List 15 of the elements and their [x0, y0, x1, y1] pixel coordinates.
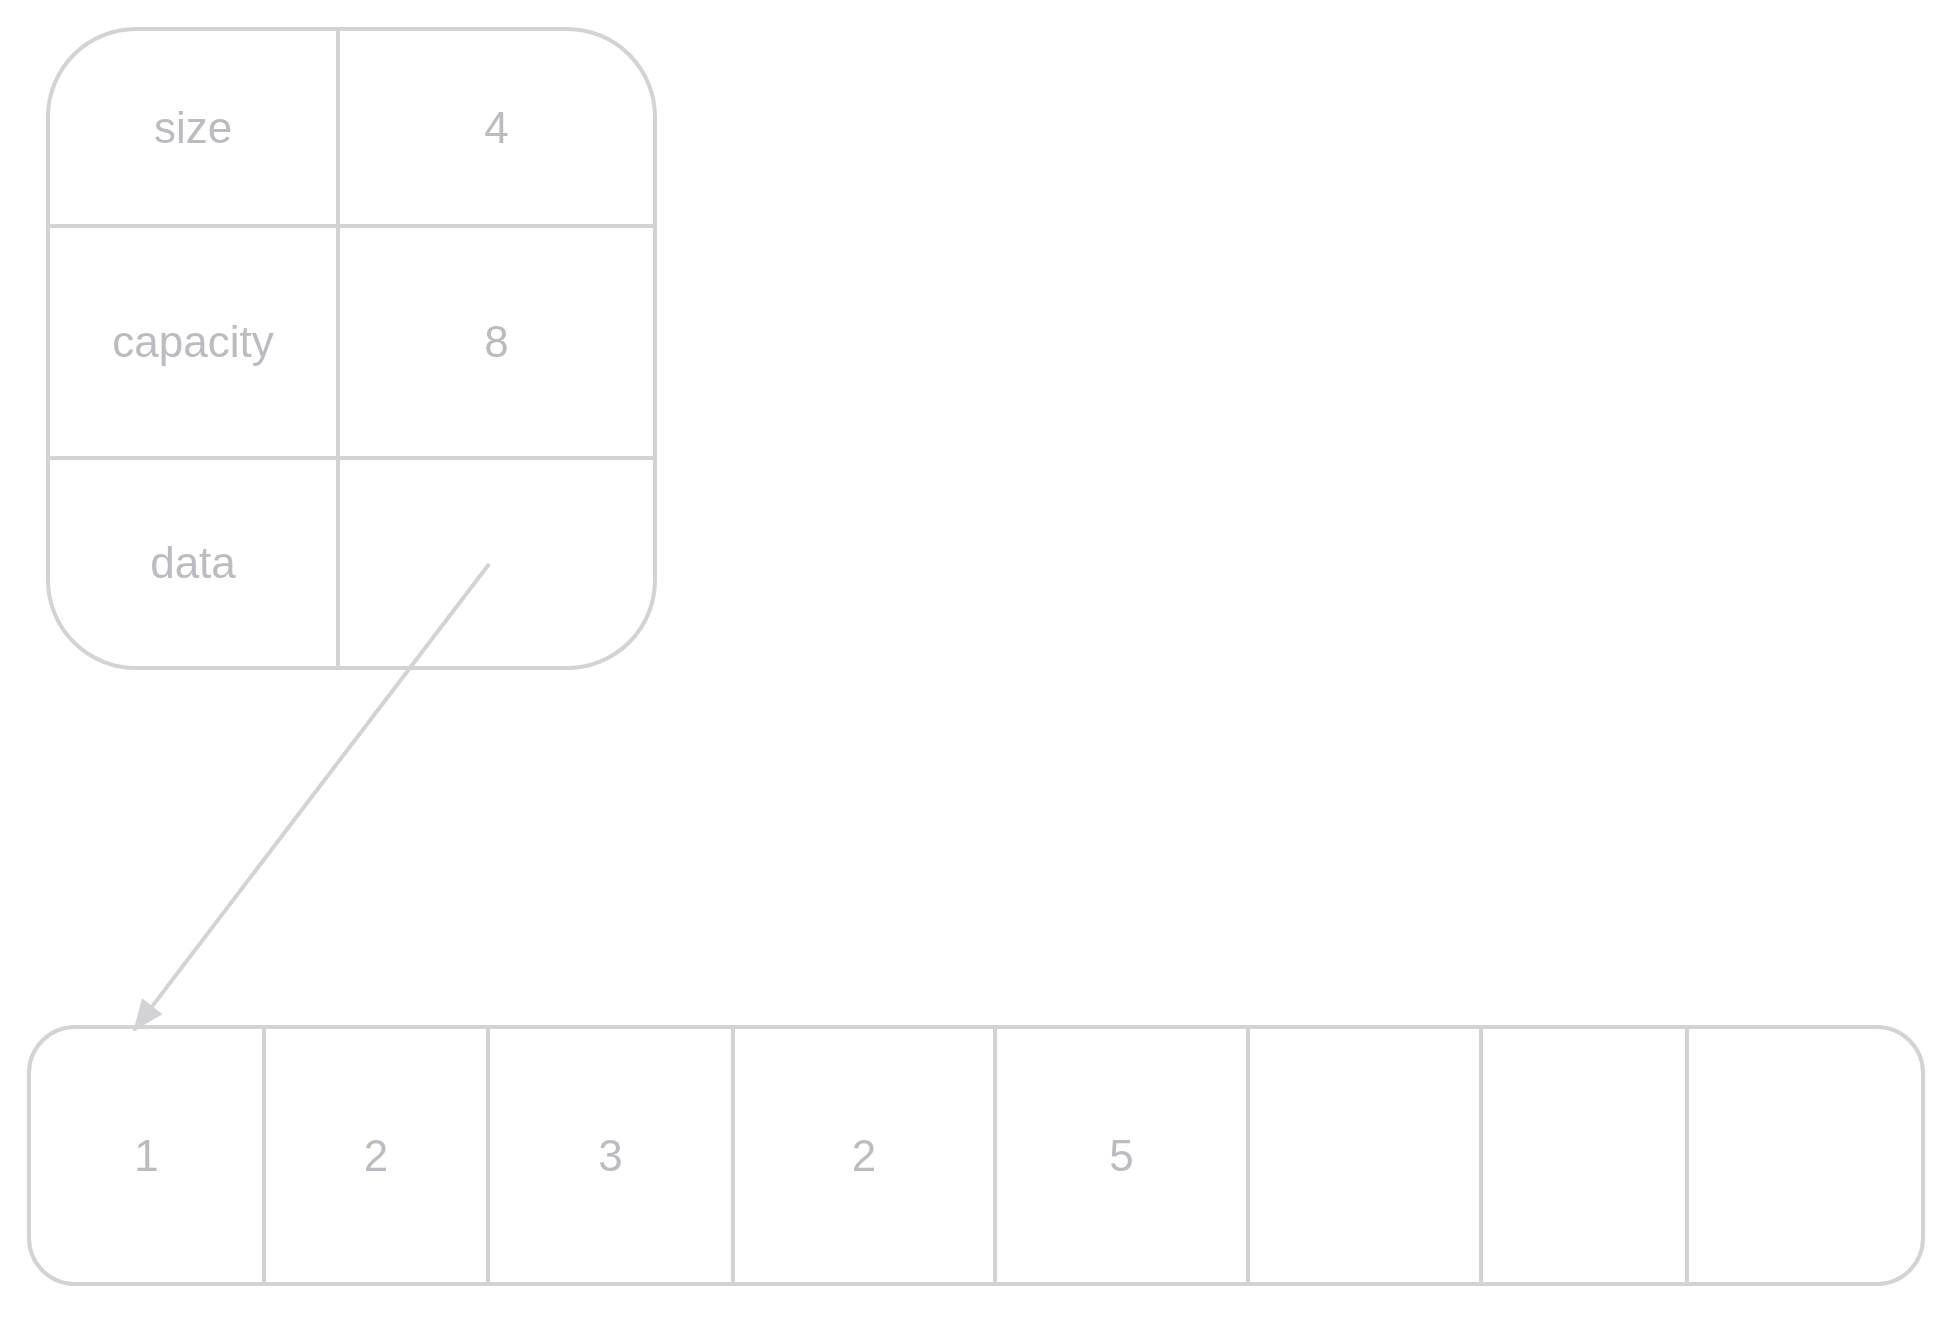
- array-block: [27, 1025, 1925, 1286]
- struct-table: [46, 27, 657, 670]
- field-value: 8: [484, 320, 509, 364]
- field-name: capacity: [112, 320, 274, 364]
- struct-value-cell: [336, 456, 653, 666]
- arrow: [132, 563, 491, 1032]
- field-value: 4: [484, 105, 509, 150]
- element-value: 2: [851, 1133, 877, 1178]
- element-value: 1: [134, 1133, 159, 1178]
- element-value: 5: [1109, 1133, 1134, 1178]
- field-name: size: [153, 105, 233, 150]
- element-value: 3: [598, 1133, 623, 1178]
- struct-value-cell: [336, 224, 653, 456]
- field-name: data: [150, 541, 236, 585]
- element-value: 2: [363, 1133, 389, 1178]
